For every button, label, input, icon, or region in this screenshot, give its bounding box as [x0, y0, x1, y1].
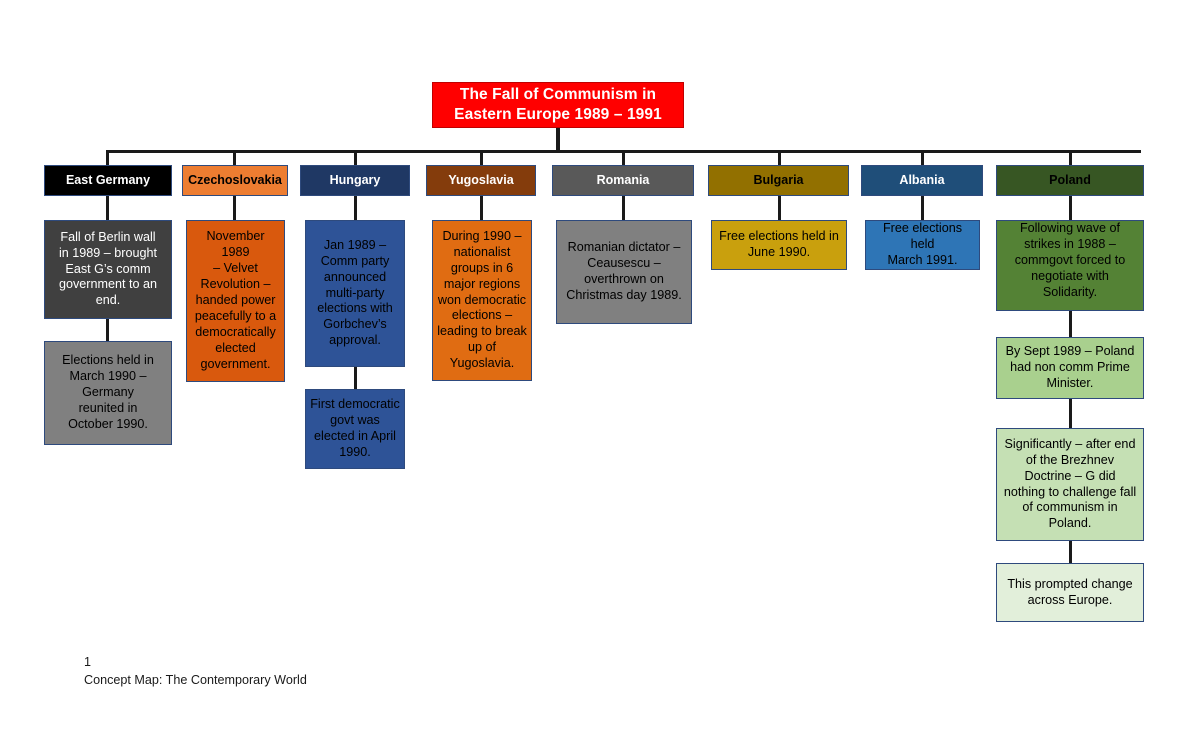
detail-hungary-2[interactable]: First democratic govt was elected in Apr…	[305, 389, 405, 469]
detail-label-poland-4: This prompted change across Europe.	[1007, 576, 1133, 607]
detail-romania-1[interactable]: Romanian dictator – Ceausescu – overthro…	[556, 220, 692, 324]
detail-label-albania-1: Free elections held March 1991.	[882, 221, 963, 267]
branch-header-yugoslavia[interactable]: Yugoslavia	[426, 165, 536, 196]
detail-label-poland-1: Following wave of strikes in 1988 – comm…	[1014, 221, 1126, 299]
detail-hungary-1[interactable]: Jan 1989 – Comm party announced multi-pa…	[305, 220, 405, 367]
branch-header-label-romania: Romania	[596, 172, 650, 187]
connector-bulgaria-1	[778, 196, 781, 220]
detail-label-east-germany-2: Elections held in March 1990 – Germany r…	[62, 353, 154, 431]
footer-page-number: 1	[84, 655, 92, 669]
detail-yugoslavia-1[interactable]: During 1990 – nationalist groups in 6 ma…	[432, 220, 532, 381]
detail-label-poland-3: Significantly – after end of the Brezhne…	[1003, 436, 1137, 531]
connector-drop-romania	[622, 150, 625, 166]
detail-poland-1[interactable]: Following wave of strikes in 1988 – comm…	[996, 220, 1144, 311]
branch-header-label-yugoslavia: Yugoslavia	[448, 172, 514, 187]
branch-header-romania[interactable]: Romania	[552, 165, 694, 196]
branch-header-east-germany[interactable]: East Germany	[44, 165, 172, 196]
detail-label-yugoslavia-1: During 1990 – nationalist groups in 6 ma…	[437, 228, 527, 371]
branch-header-label-albania: Albania	[899, 172, 945, 187]
branch-header-label-czechoslovakia: Czechoslovakia	[188, 172, 282, 187]
root-node-label: The Fall of Communism in Eastern Europe …	[454, 86, 662, 123]
connector-poland-4	[1069, 541, 1072, 563]
detail-poland-3[interactable]: Significantly – after end of the Brezhne…	[996, 428, 1144, 541]
connector-drop-albania	[921, 150, 924, 166]
connector-east-germany-1	[106, 196, 109, 220]
connector-romania-1	[622, 196, 625, 220]
detail-label-czechoslovakia-1: November 1989 – Velvet Revolution – hand…	[194, 229, 277, 371]
detail-label-hungary-2: First democratic govt was elected in Apr…	[310, 397, 400, 459]
connector-hungary-2	[354, 367, 357, 389]
detail-label-poland-2: By Sept 1989 – Poland had non comm Prime…	[1005, 344, 1135, 390]
branch-header-czechoslovakia[interactable]: Czechoslovakia	[182, 165, 288, 196]
branch-header-albania[interactable]: Albania	[861, 165, 983, 196]
branch-header-bulgaria[interactable]: Bulgaria	[708, 165, 849, 196]
connector-czechoslovakia-1	[233, 196, 236, 220]
detail-poland-2[interactable]: By Sept 1989 – Poland had non comm Prime…	[996, 337, 1144, 399]
root-node-fall-of-communism[interactable]: The Fall of Communism in Eastern Europe …	[432, 82, 684, 128]
connector-poland-1	[1069, 196, 1072, 220]
detail-bulgaria-1[interactable]: Free elections held in June 1990.	[711, 220, 847, 270]
connector-drop-hungary	[354, 150, 357, 166]
connector-drop-bulgaria	[778, 150, 781, 166]
detail-label-romania-1: Romanian dictator – Ceausescu – overthro…	[566, 240, 682, 302]
detail-east-germany-1[interactable]: Fall of Berlin wall in 1989 – brought Ea…	[44, 220, 172, 319]
connector-yugoslavia-1	[480, 196, 483, 220]
branch-header-hungary[interactable]: Hungary	[300, 165, 410, 196]
connector-poland-3	[1069, 399, 1072, 428]
detail-poland-4[interactable]: This prompted change across Europe.	[996, 563, 1144, 622]
branch-header-label-east-germany: East Germany	[65, 172, 151, 187]
connector-hungary-1	[354, 196, 357, 220]
connector-east-germany-2	[106, 319, 109, 341]
branch-header-label-poland: Poland	[1049, 172, 1091, 187]
footer-title: Concept Map: The Contemporary World	[84, 673, 307, 687]
connector-drop-czechoslovakia	[233, 150, 236, 166]
detail-albania-1[interactable]: Free elections held March 1991.	[865, 220, 980, 270]
branch-header-poland[interactable]: Poland	[996, 165, 1144, 196]
detail-label-east-germany-1: Fall of Berlin wall in 1989 – brought Ea…	[58, 229, 158, 308]
connector-albania-1	[921, 196, 924, 220]
branch-header-label-bulgaria: Bulgaria	[753, 172, 804, 187]
connector-poland-2	[1069, 311, 1072, 337]
branch-header-label-hungary: Hungary	[329, 172, 381, 187]
connector-drop-east-germany	[106, 150, 109, 166]
connector-drop-poland	[1069, 150, 1072, 166]
connector-drop-yugoslavia	[480, 150, 483, 166]
connector-root-stem	[556, 128, 560, 152]
detail-czechoslovakia-1[interactable]: November 1989 – Velvet Revolution – hand…	[186, 220, 285, 382]
detail-label-hungary-1: Jan 1989 – Comm party announced multi-pa…	[317, 237, 393, 348]
detail-east-germany-2[interactable]: Elections held in March 1990 – Germany r…	[44, 341, 172, 445]
detail-label-bulgaria-1: Free elections held in June 1990.	[719, 229, 839, 259]
